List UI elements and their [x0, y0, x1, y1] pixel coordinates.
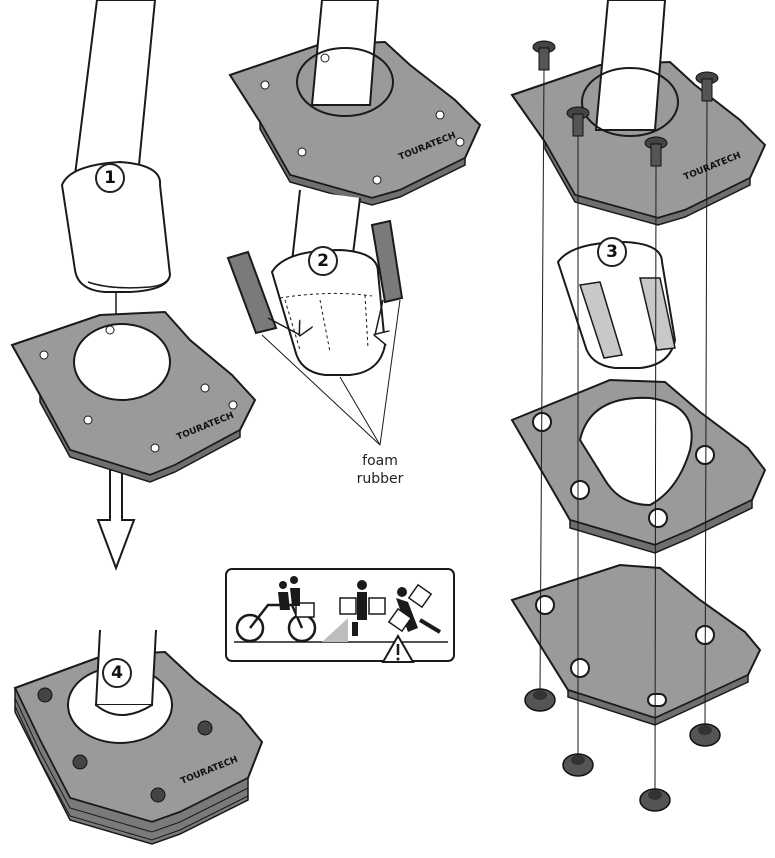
step2-leg [310, 0, 380, 106]
step1-leg [73, 0, 157, 176]
step-number-1: 1 [95, 163, 125, 193]
foam-rubber-line2: rubber [356, 471, 404, 487]
step-number-2: 2 [308, 246, 338, 276]
nut-2 [562, 753, 594, 777]
bolt-4 [644, 136, 668, 167]
nut-3 [689, 723, 721, 747]
tilted-luggage-icon [387, 583, 442, 634]
step3-leg [594, 0, 667, 131]
warning-triangle-icon [381, 633, 415, 663]
step1-plate-hole [73, 323, 171, 401]
nut-1 [524, 688, 556, 712]
alignment-lines [539, 69, 708, 791]
step3-group: TOURATECH [510, 0, 767, 812]
step3-foot-pad [556, 240, 677, 369]
step4-bolt-3 [72, 754, 88, 770]
motorcycle-with-riders-icon [235, 576, 317, 643]
person-with-luggage-icon [339, 580, 386, 636]
bolt-2 [695, 71, 719, 102]
step1-arrow [96, 469, 136, 571]
nut-4 [639, 788, 671, 812]
step1-group: TOURATECH [10, 0, 257, 571]
warning-pictogram [225, 568, 455, 663]
foam-rubber-line1: foam [362, 453, 398, 469]
bolt-1 [532, 40, 556, 71]
step4-bolt-1 [37, 687, 53, 703]
step2-group: TOURATECH [226, 0, 482, 446]
step4-bolt-4 [150, 787, 166, 803]
step-number-3: 3 [597, 237, 627, 267]
foam-rubber-label: foam rubber [345, 452, 415, 488]
step4-group: TOURATECH [13, 629, 264, 845]
step4-bolt-2 [197, 720, 213, 736]
foam-strip-left [226, 250, 278, 335]
step-number-4: 4 [102, 658, 132, 688]
foam-strip-right [370, 219, 404, 304]
